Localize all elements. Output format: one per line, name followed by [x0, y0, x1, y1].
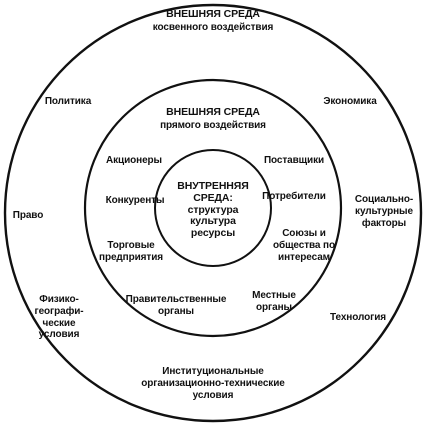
factor-competitors: Конкуренты	[105, 195, 165, 206]
factor-economics: Экономика	[323, 96, 377, 107]
factor-shareholders: Акционеры	[106, 155, 162, 166]
factor-institutional: Институциональные организационно-техниче…	[141, 366, 285, 401]
outer-ring-title: ВНЕШНЯЯ СРЕДА	[166, 8, 260, 20]
factor-local-authorities: Местные органы	[252, 290, 296, 313]
factor-law: Право	[12, 210, 44, 221]
factor-government: Правительственные органы	[125, 294, 227, 317]
factor-physicogeographic: Физико- географи- ческие условия	[34, 294, 84, 341]
factor-politics: Политика	[44, 96, 92, 107]
factor-trade-enterprises: Торговые предприятия	[99, 240, 163, 263]
outer-ring-subtitle: косвенного воздействия	[152, 22, 274, 33]
middle-ring-circle	[83, 78, 343, 338]
middle-ring-subtitle: прямого воздействия	[160, 120, 266, 131]
inner-circle	[154, 149, 272, 267]
factor-sociocultural: Социально- культурные факторы	[354, 194, 414, 229]
factor-suppliers: Поставщики	[263, 155, 325, 166]
middle-ring-title: ВНЕШНЯЯ СРЕДА	[166, 106, 260, 118]
inner-environment-label: ВНУТРЕННЯЯ СРЕДА: структура культура рес…	[177, 180, 249, 239]
factor-consumers: Потребители	[262, 191, 326, 202]
factor-unions: Союзы и общества по интересам	[272, 228, 335, 263]
outer-ring-circle	[3, 3, 423, 423]
factor-technology: Технология	[330, 312, 386, 323]
